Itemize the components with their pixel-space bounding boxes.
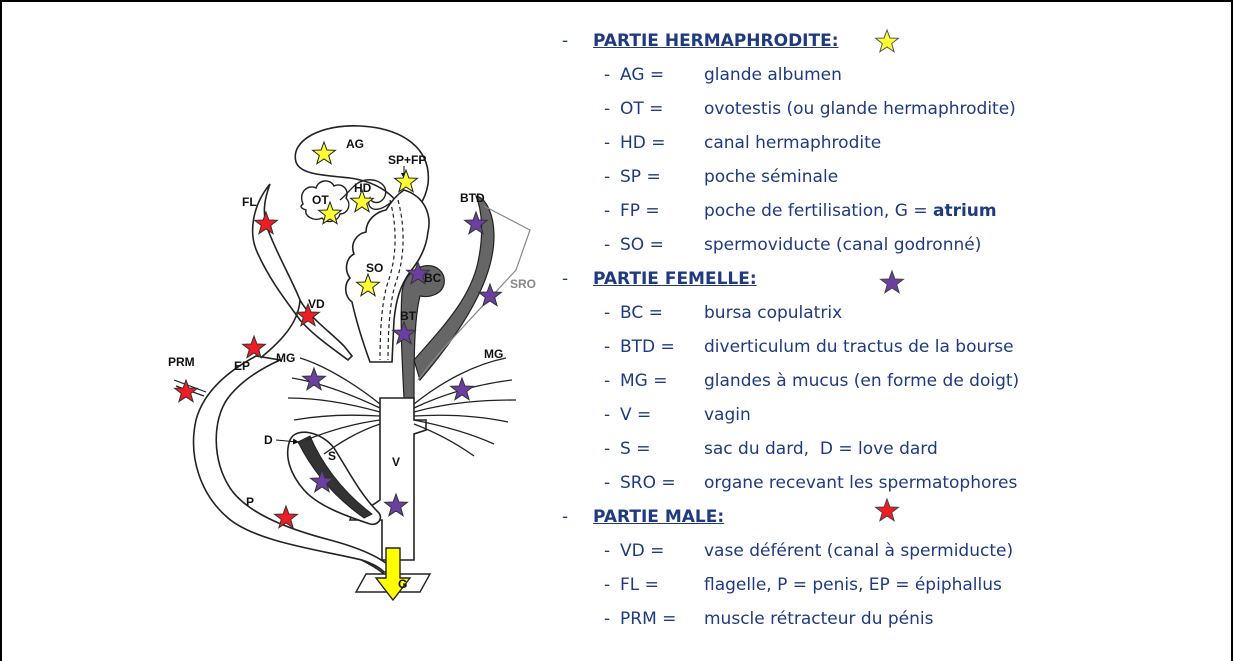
label-mg-right: MG — [484, 347, 503, 361]
section-hermaphrodite: - PARTIE HERMAPHRODITE: — [562, 24, 1222, 58]
legend-item: -SRO = organe recevant les spermatophores — [562, 466, 1222, 500]
item-abbr: MG = — [620, 364, 668, 398]
label-g: G — [398, 577, 407, 591]
legend-item: -V = vagin — [562, 398, 1222, 432]
label-prm: PRM — [168, 355, 195, 369]
item-abbr: AG = — [620, 58, 664, 92]
section-title-male: PARTIE MALE: — [593, 500, 724, 534]
item-desc: bursa copulatrix — [704, 296, 842, 330]
legend-item: -MG = glandes à mucus (en forme de doigt) — [562, 364, 1222, 398]
label-sro: SRO — [510, 277, 536, 291]
purple-star-icon — [877, 268, 907, 298]
item-desc: glande albumen — [704, 58, 842, 92]
label-btd: BTD — [460, 191, 485, 205]
label-v: V — [392, 455, 400, 469]
mucus-glands-right — [414, 358, 516, 456]
red-star-icon — [872, 496, 902, 526]
item-desc: flagelle, P = penis, EP = épiphallus — [704, 568, 1002, 602]
item-desc: organe recevant les spermatophores — [704, 466, 1017, 500]
legend-item: -SO = spermoviducte (canal godronné) — [562, 228, 1222, 262]
item-desc: muscle rétracteur du pénis — [704, 602, 933, 636]
label-ot: OT — [312, 193, 329, 207]
item-abbr: S = — [620, 432, 650, 466]
item-dash: - — [604, 534, 610, 568]
item-abbr: FP = — [620, 194, 660, 228]
item-dash: - — [604, 228, 610, 262]
section-femelle: - PARTIE FEMELLE: — [562, 262, 1222, 296]
item-dash: - — [604, 58, 610, 92]
section-title-hermaphrodite: PARTIE HERMAPHRODITE: — [593, 24, 839, 58]
item-abbr: OT = — [620, 92, 663, 126]
item-abbr: VD = — [620, 534, 664, 568]
section-male: - PARTIE MALE: — [562, 500, 1222, 534]
item-dash: - — [604, 160, 610, 194]
label-so: SO — [366, 261, 383, 275]
item-desc: ovotestis (ou glande hermaphrodite) — [704, 92, 1016, 126]
item-dash: - — [604, 568, 610, 602]
item-abbr: HD = — [620, 126, 666, 160]
label-s: S — [328, 449, 336, 463]
legend-item: -S = sac du dard, D = love dard — [562, 432, 1222, 466]
section-title-femelle: PARTIE FEMELLE: — [593, 262, 757, 296]
label-bc: BC — [424, 271, 442, 285]
item-dash: - — [604, 602, 610, 636]
legend-item: -SP = poche séminale — [562, 160, 1222, 194]
section-dash: - — [562, 24, 568, 58]
legend: - PARTIE HERMAPHRODITE: -AG =glande albu… — [562, 24, 1222, 636]
label-mg-left: MG — [276, 351, 295, 365]
item-desc: glandes à mucus (en forme de doigt) — [704, 364, 1019, 398]
label-ag: AG — [346, 137, 364, 151]
item-dash: - — [604, 364, 610, 398]
item-dash: - — [604, 398, 610, 432]
legend-item: -FL = flagelle, P = penis, EP = épiphallu… — [562, 568, 1222, 602]
legend-item: -AG = glande albumen — [562, 58, 1222, 92]
yellow-star-icon — [872, 27, 902, 57]
item-desc: vagin — [704, 398, 751, 432]
item-dash: - — [604, 194, 610, 228]
label-ep: EP — [234, 359, 250, 373]
item-abbr: BC = — [620, 296, 663, 330]
item-desc-bold: atrium — [933, 201, 997, 221]
item-desc-text: poche de fertilisation, G = — [704, 201, 933, 221]
item-dash: - — [604, 466, 610, 500]
section-dash: - — [562, 500, 568, 534]
item-abbr: PRM = — [620, 602, 676, 636]
item-desc: poche de fertilisation, G = atrium — [704, 194, 997, 228]
label-bt: BT — [400, 309, 417, 323]
section-dash: - — [562, 262, 568, 296]
label-vd: VD — [308, 297, 325, 311]
legend-item: -VD = vase déférent (canal à spermiducte) — [562, 534, 1222, 568]
label-fl: FL — [242, 195, 257, 209]
legend-item: -PRM = muscle rétracteur du pénis — [562, 602, 1222, 636]
legend-item: -FP = poche de fertilisation, G = atrium — [562, 194, 1222, 228]
item-abbr: SP = — [620, 160, 661, 194]
item-dash: - — [604, 92, 610, 126]
item-abbr: V = — [620, 398, 651, 432]
item-desc: sac du dard, D = love dard — [704, 432, 938, 466]
item-abbr: SO = — [620, 228, 664, 262]
item-desc: diverticulum du tractus de la bourse — [704, 330, 1014, 364]
item-abbr: SRO = — [620, 466, 676, 500]
label-d: D — [264, 433, 273, 447]
reproductive-system-diagram: AG SP+FP OT HD FL BTD SO BC SRO VD BT PR… — [150, 80, 570, 640]
legend-item: -BTD = diverticulum du tractus de la bour… — [562, 330, 1222, 364]
item-desc: vase déférent (canal à spermiducte) — [704, 534, 1013, 568]
item-dash: - — [604, 296, 610, 330]
legend-item: -OT = ovotestis (ou glande hermaphrodite) — [562, 92, 1222, 126]
item-dash: - — [604, 432, 610, 466]
item-dash: - — [604, 126, 610, 160]
item-desc: canal hermaphrodite — [704, 126, 881, 160]
label-p: P — [246, 495, 254, 509]
item-desc: spermoviducte (canal godronné) — [704, 228, 981, 262]
legend-item: -HD = canal hermaphrodite — [562, 126, 1222, 160]
legend-item: -BC = bursa copulatrix — [562, 296, 1222, 330]
vagina-shape — [350, 398, 426, 560]
item-dash: - — [604, 330, 610, 364]
item-desc: poche séminale — [704, 160, 838, 194]
item-abbr: FL = — [620, 568, 659, 602]
item-abbr: BTD = — [620, 330, 675, 364]
label-sp-fp: SP+FP — [388, 153, 426, 167]
